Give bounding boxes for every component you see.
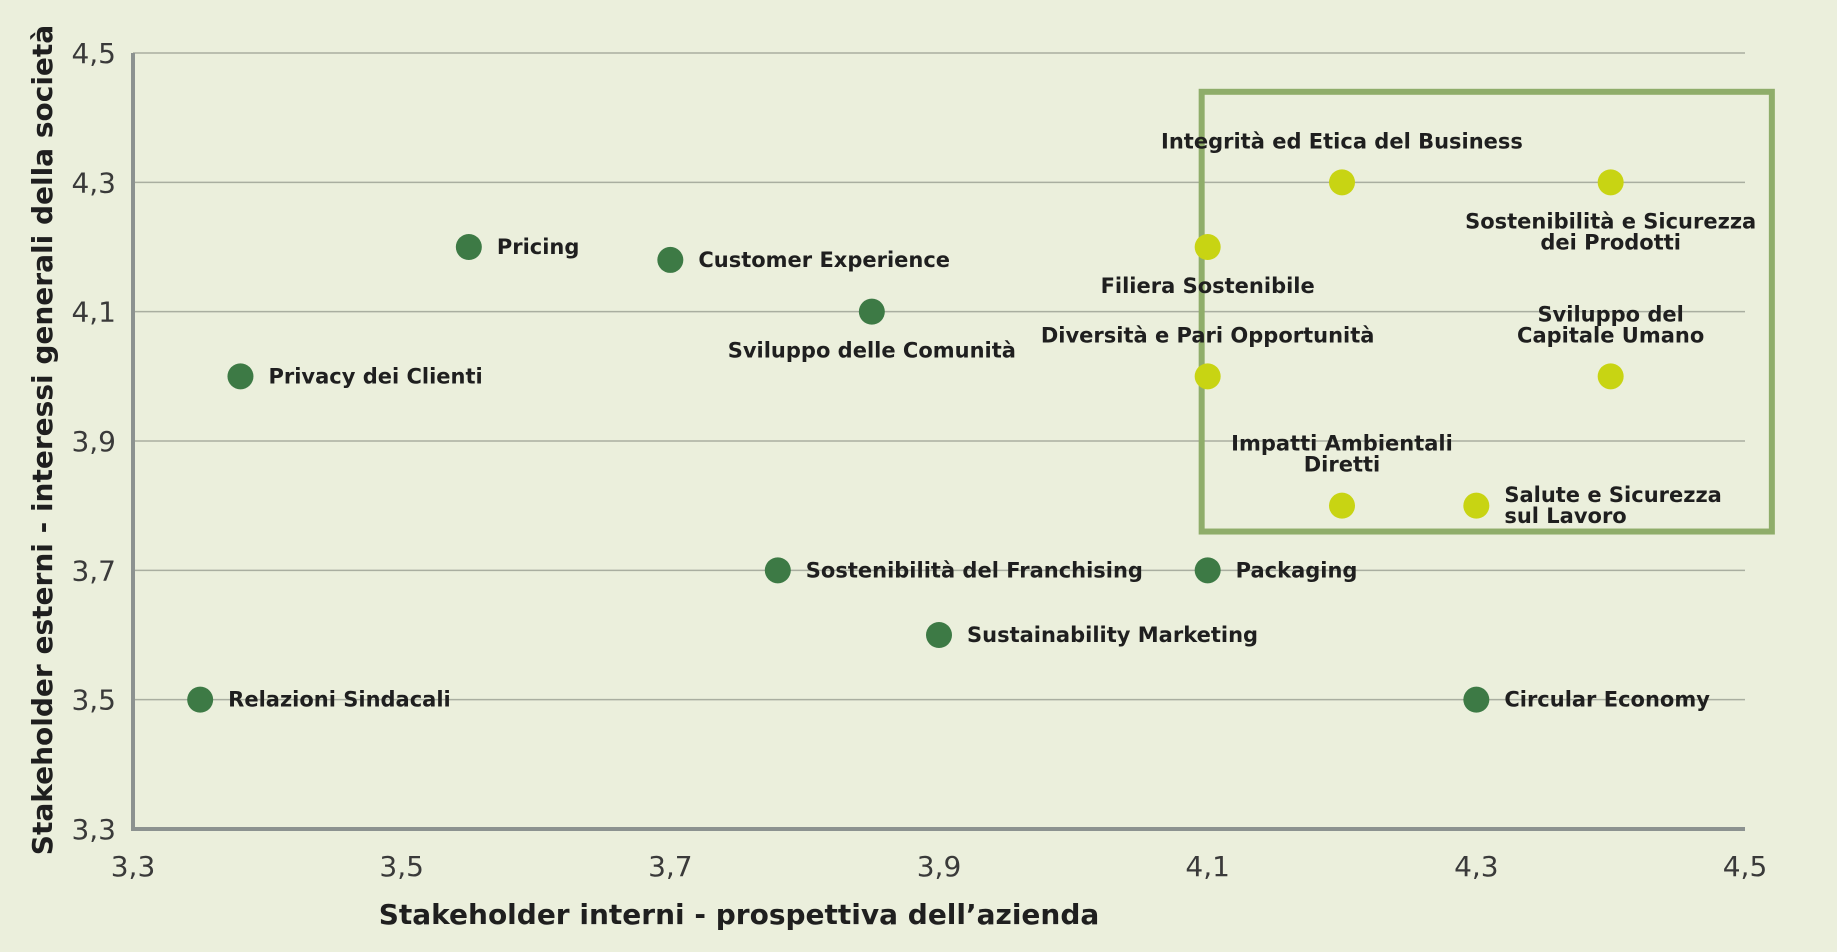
data-label: Packaging <box>1236 558 1358 582</box>
data-label: Sustainability Marketing <box>967 623 1258 647</box>
data-label: Privacy dei Clienti <box>268 364 482 388</box>
x-tick-label: 4,5 <box>1723 850 1768 883</box>
data-point <box>187 686 214 713</box>
data-point <box>858 298 885 325</box>
x-tick-label: 3,5 <box>379 850 424 883</box>
y-axis-ticks: 4,5 4,3 4,1 3,9 3,7 3,5 3,3 <box>71 37 116 846</box>
data-label: Integrità ed Etica del Business <box>1161 129 1523 153</box>
data-point <box>1329 492 1355 519</box>
y-tick-label: 4,1 <box>71 296 116 329</box>
data-label: Circular Economy <box>1504 688 1710 712</box>
y-tick-label: 4,3 <box>71 166 116 199</box>
x-tick-label: 4,1 <box>1185 850 1230 883</box>
data-point <box>1463 492 1490 519</box>
y-tick-label: 3,5 <box>71 684 116 717</box>
data-point <box>1194 363 1221 390</box>
axes <box>131 53 1745 831</box>
data-label: Relazioni Sindacali <box>228 688 451 712</box>
data-point <box>455 234 482 260</box>
data-point <box>1463 686 1490 713</box>
data-label: Filiera Sostenibile <box>1101 274 1315 298</box>
x-tick-label: 3,9 <box>917 850 962 883</box>
y-tick-label: 4,5 <box>71 37 116 70</box>
data-point <box>657 246 684 273</box>
x-tick-label: 4,3 <box>1454 850 1499 883</box>
y-axis-title: Stakeholder esterni - interessi generali… <box>26 25 59 855</box>
x-axis-ticks: 3,3 3,5 3,7 3,9 4,1 4,3 4,5 <box>111 850 1768 883</box>
data-point <box>1597 169 1624 196</box>
data-point <box>1329 169 1355 196</box>
y-tick-label: 3,7 <box>71 554 116 587</box>
data-label: Diversità e Pari Opportunità <box>1041 323 1375 347</box>
data-points <box>187 169 1624 713</box>
grid-lines <box>133 52 1745 701</box>
x-tick-label: 3,7 <box>648 850 693 883</box>
highlight-box <box>1198 88 1775 535</box>
data-point <box>227 363 254 390</box>
data-label: Customer Experience <box>698 248 950 272</box>
data-point <box>1194 557 1221 584</box>
data-point <box>1597 363 1624 390</box>
data-label: Pricing <box>497 235 580 259</box>
x-tick-label: 3,3 <box>111 850 156 883</box>
data-point <box>764 557 791 584</box>
data-point <box>926 622 952 648</box>
data-label: Sostenibilità del Franchising <box>806 558 1143 582</box>
x-axis-title: Stakeholder interni - prospettiva dell’a… <box>379 898 1100 931</box>
data-point <box>1194 234 1221 260</box>
data-label: Sviluppo delle Comunità <box>728 339 1016 363</box>
y-tick-label: 3,3 <box>71 813 116 846</box>
y-tick-label: 3,9 <box>71 425 116 458</box>
